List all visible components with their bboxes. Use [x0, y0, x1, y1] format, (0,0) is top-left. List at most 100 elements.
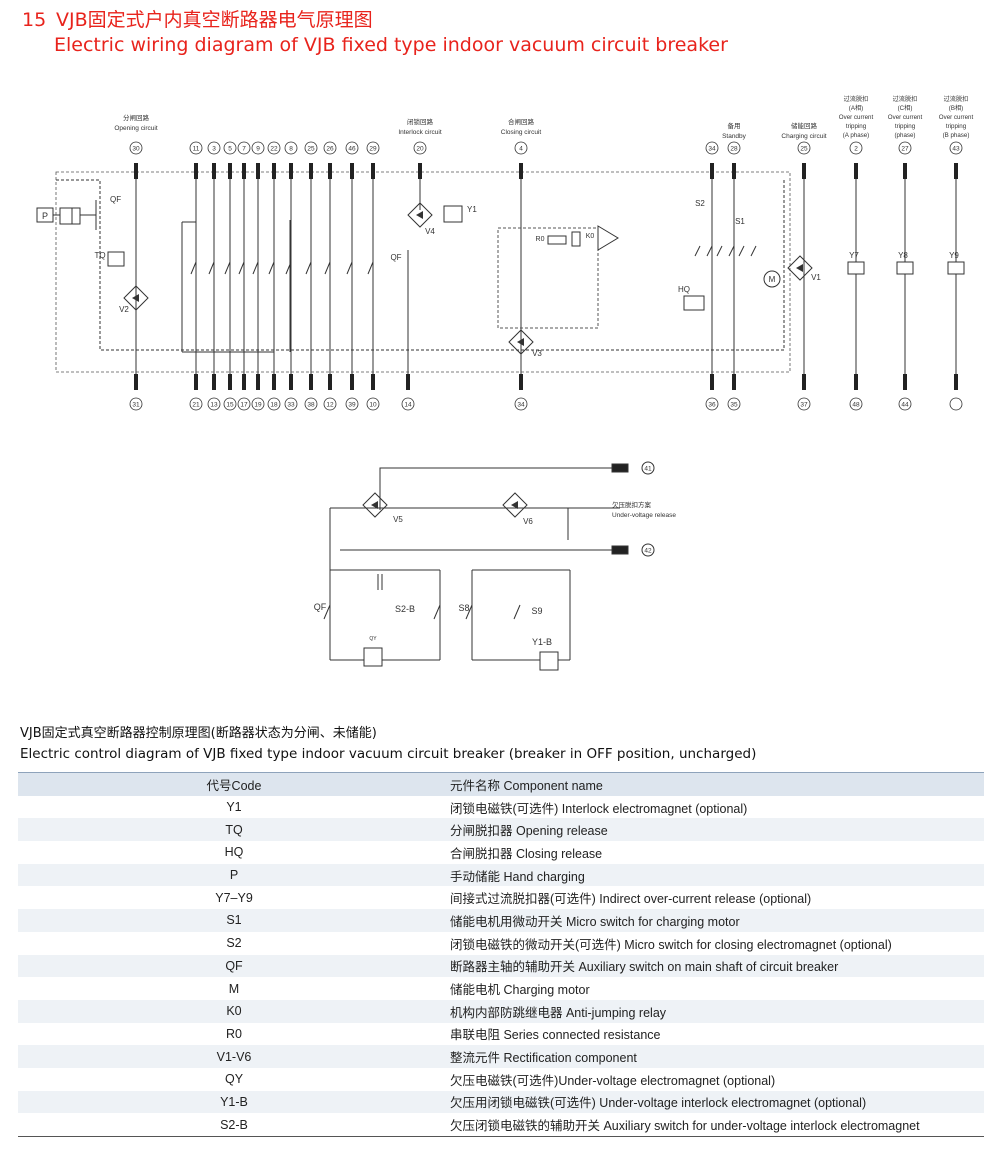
terminal-top: 11: [189, 141, 203, 179]
terminal-circle: [189, 141, 203, 155]
rectifier-diamond: [502, 492, 528, 518]
terminal-bottom: 13: [207, 374, 221, 411]
overcurrent-c-label-4: tripping: [895, 123, 916, 130]
terminal-number: 36: [708, 402, 716, 409]
terminal-top: 43: [949, 141, 963, 179]
plug-pin: [134, 163, 138, 179]
terminal-circle: [727, 141, 741, 155]
table-header-row: 代号Code 元件名称 Component name: [18, 771, 984, 796]
terminal-circle: [727, 397, 741, 411]
plug-pin: [854, 163, 858, 179]
overcurrent-b-label-1: 过流脱扣: [944, 95, 969, 103]
v1-bridge: [787, 255, 813, 281]
terminal-number: 42: [644, 548, 652, 555]
v6-bridge: [502, 492, 528, 518]
qy-coil: [363, 647, 383, 667]
terminal-top: 34: [705, 141, 719, 179]
caption-cn: VJB固定式真空断路器控制原理图(断路器状态为分闸、未储能): [20, 726, 377, 741]
terminal-number: 22: [270, 146, 278, 153]
terminal-bottom: 18: [267, 374, 281, 411]
plug-pin: [350, 163, 354, 179]
terminal-number: 44: [901, 402, 909, 409]
row-name: 机构内部防跳继电器 Anti-jumping relay: [450, 999, 984, 1023]
plug-pin: [256, 374, 260, 390]
plug-pin: [802, 163, 806, 179]
plug-pin: [194, 163, 198, 179]
s1-label: S1: [735, 217, 745, 226]
k0-label: K0: [586, 233, 595, 240]
plug-pin: [732, 163, 736, 179]
uv-plug-42: [611, 545, 629, 555]
closing-circuit-label: Closing circuit: [501, 129, 542, 136]
terminal-top: 20: [413, 141, 427, 179]
terminal-circle: [849, 397, 863, 411]
caption: VJB固定式真空断路器控制原理图(断路器状态为分闸、未储能) Electric …: [20, 724, 756, 764]
plug-pin: [194, 374, 198, 390]
terminal-41: [641, 461, 655, 475]
terminal-number: 37: [800, 402, 808, 409]
terminal-bottom: 17: [237, 374, 251, 411]
row-code: R0: [18, 1022, 450, 1046]
terminal-number: 38: [307, 402, 315, 409]
wire: [465, 604, 473, 620]
wire: [433, 604, 441, 620]
terminal-circle: [129, 397, 143, 411]
charging-circuit-label: Charging circuit: [781, 133, 826, 140]
terminal-circle: [705, 397, 719, 411]
s2b-label: S2-B: [395, 604, 415, 614]
row-name: 串联电阻 Series connected resistance: [450, 1022, 984, 1046]
v3-label: V3: [532, 349, 542, 358]
plug-pin: [406, 374, 410, 390]
terminal-number: 15: [226, 402, 234, 409]
row-code: QY: [18, 1067, 450, 1091]
s-box: [71, 207, 81, 225]
terminal-bottom: 37: [797, 374, 811, 411]
plug-pin: [954, 163, 958, 179]
r0-resistor: [547, 235, 567, 245]
plug-pin: [802, 374, 806, 390]
row-name: 欠压用闭锁电磁铁(可选件) Under-voltage interlock el…: [450, 1090, 984, 1114]
terminal-circle: [514, 141, 528, 155]
terminal-bottom: 44: [898, 374, 912, 411]
overcurrent-b-label-4: tripping: [946, 123, 967, 130]
terminal-top: 2: [849, 141, 863, 179]
overcurrent-b-label-2: (B相): [949, 104, 963, 112]
diode-arrow: [796, 264, 803, 272]
wire: [252, 261, 259, 275]
y1-label: Y1: [467, 205, 477, 214]
qf-uv-label: QF: [314, 602, 327, 612]
terminal-circle: [304, 141, 318, 155]
k0-contact-symbol: [597, 225, 619, 251]
terminal-top: 46: [345, 141, 359, 179]
closing-circuit-label-cn: 合闸回路: [508, 117, 535, 126]
terminal-number: 13: [210, 402, 218, 409]
opening-circuit-label-cn: 分闸回路: [123, 113, 150, 122]
terminal-number: 9: [256, 146, 260, 153]
terminal-number: 26: [326, 146, 334, 153]
terminal-number: 30: [132, 146, 140, 153]
terminal-number: 19: [254, 402, 262, 409]
plug-pin: [228, 163, 232, 179]
terminal-bottom: 19: [251, 374, 265, 411]
terminal-circle: [898, 141, 912, 155]
terminal-number: 3: [212, 146, 216, 153]
uv-plug-41: [611, 463, 629, 473]
terminal-bottom: 12: [323, 374, 337, 411]
plug-pin: [954, 374, 958, 390]
plug-pin: [134, 374, 138, 390]
plug-pin: [350, 374, 354, 390]
row-name: 间接式过流脱扣器(可选件) Indirect over-current rele…: [450, 886, 984, 910]
overcurrent-a-label-3: Over current: [839, 114, 874, 121]
standby-label-cn: 备用: [728, 121, 741, 130]
plug-pin: [309, 374, 313, 390]
row-code: Y1-B: [18, 1090, 450, 1114]
plug-pin: [903, 163, 907, 179]
plug-pin: [289, 374, 293, 390]
terminal-bottom: [949, 374, 963, 411]
row-name: 闭锁电磁铁的微动开关(可选件) Micro switch for closing…: [450, 931, 984, 955]
rectifier-diamond: [787, 255, 813, 281]
title-cn: VJB固定式户内真空断路器电气原理图: [56, 9, 373, 31]
